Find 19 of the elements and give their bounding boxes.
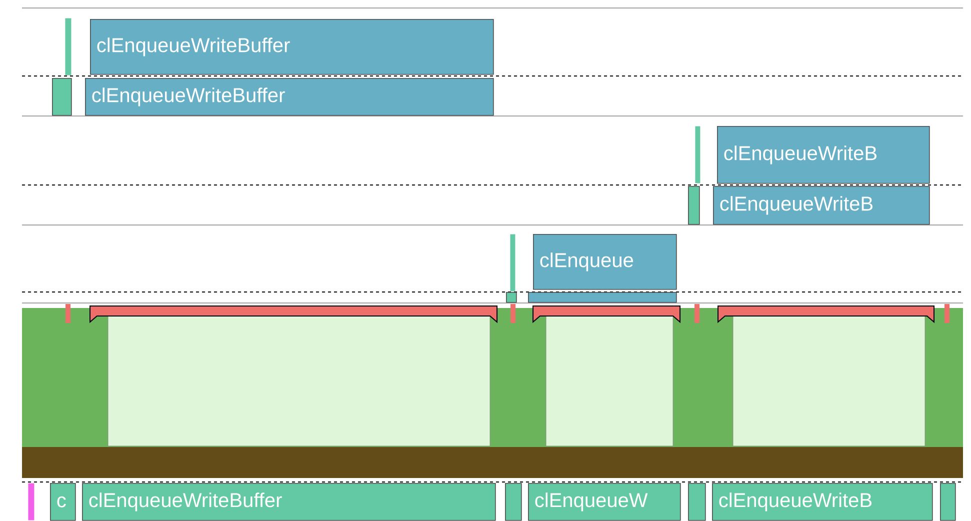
transfer-bar: clEnqueue xyxy=(533,234,677,290)
api-call-bar xyxy=(688,186,700,225)
marker-bar xyxy=(65,18,72,76)
marker-bar xyxy=(695,126,700,184)
api-call-bar xyxy=(505,483,522,521)
api-call-bar: clEnqueueWriteBuffer xyxy=(82,483,496,521)
api-call-bar xyxy=(940,483,956,521)
api-call-bar xyxy=(506,292,517,303)
transfer-bar: clEnqueueWriteB xyxy=(713,186,930,225)
transfer-bar xyxy=(528,292,677,303)
transfer-bar: clEnqueueWriteBuffer xyxy=(90,19,494,75)
marker-bar xyxy=(28,483,34,520)
transfer-bar: clEnqueueWriteB xyxy=(717,126,930,184)
api-call-bar: c xyxy=(50,483,76,521)
api-call-bar: clEnqueueW xyxy=(528,483,681,521)
api-call-bar xyxy=(52,78,72,116)
api-call-bar: clEnqueueWriteB xyxy=(712,483,933,521)
api-call-bar xyxy=(688,483,706,521)
transfer-bar: clEnqueueWriteBuffer xyxy=(85,78,494,116)
